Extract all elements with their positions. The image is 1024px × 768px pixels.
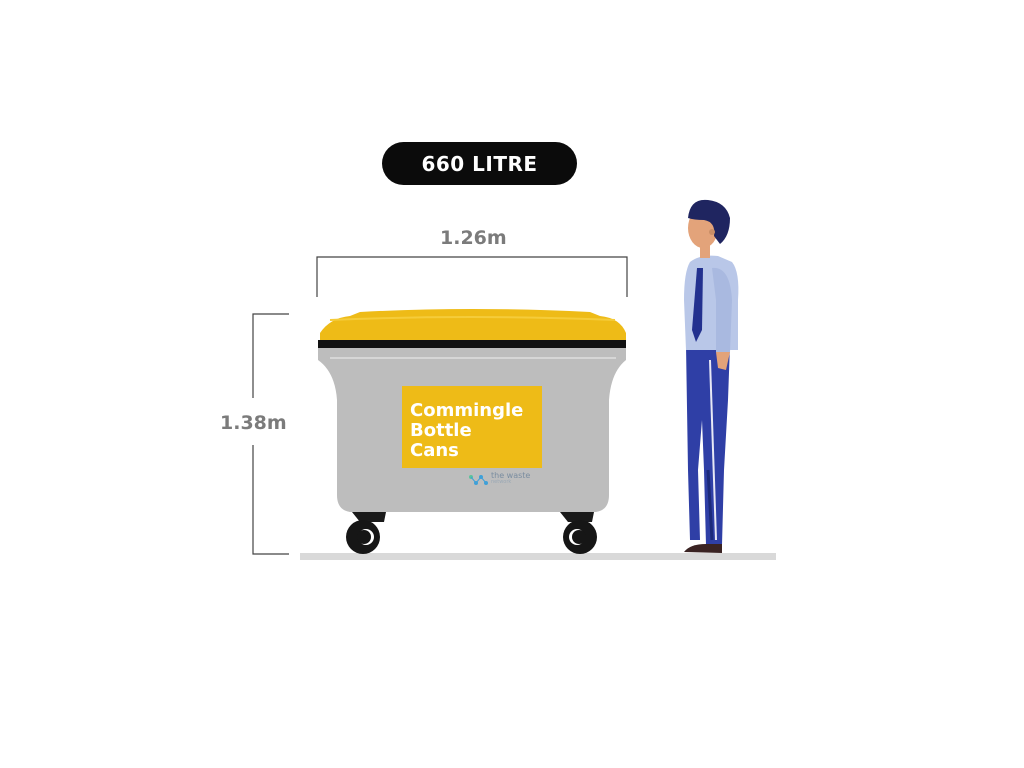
height-bracket [252,313,289,555]
ground-line [300,553,776,560]
width-bracket [316,256,628,297]
bin-label-line: Commingle [410,400,524,421]
front-wheel-right [560,512,597,554]
brand-subtitle: network [491,479,512,485]
front-wheel-left [346,512,386,554]
brand-logo: the waste network [468,472,530,486]
width-dimension-label: 1.26m [440,227,507,249]
bin-label-line: Bottle [410,420,472,441]
capacity-badge: 660 LITRE [382,142,577,185]
wheelie-bin-icon [318,309,626,554]
height-dimension-label: 1.38m [220,412,287,434]
network-dots-logo-icon [469,475,488,485]
bin-label-panel: Commingle Bottle Cans [402,386,542,468]
brand-name: the waste [491,471,531,480]
person-illustration-icon [684,199,739,553]
brand-text: the waste network [491,472,530,486]
bin-label-line: Cans [410,440,459,461]
